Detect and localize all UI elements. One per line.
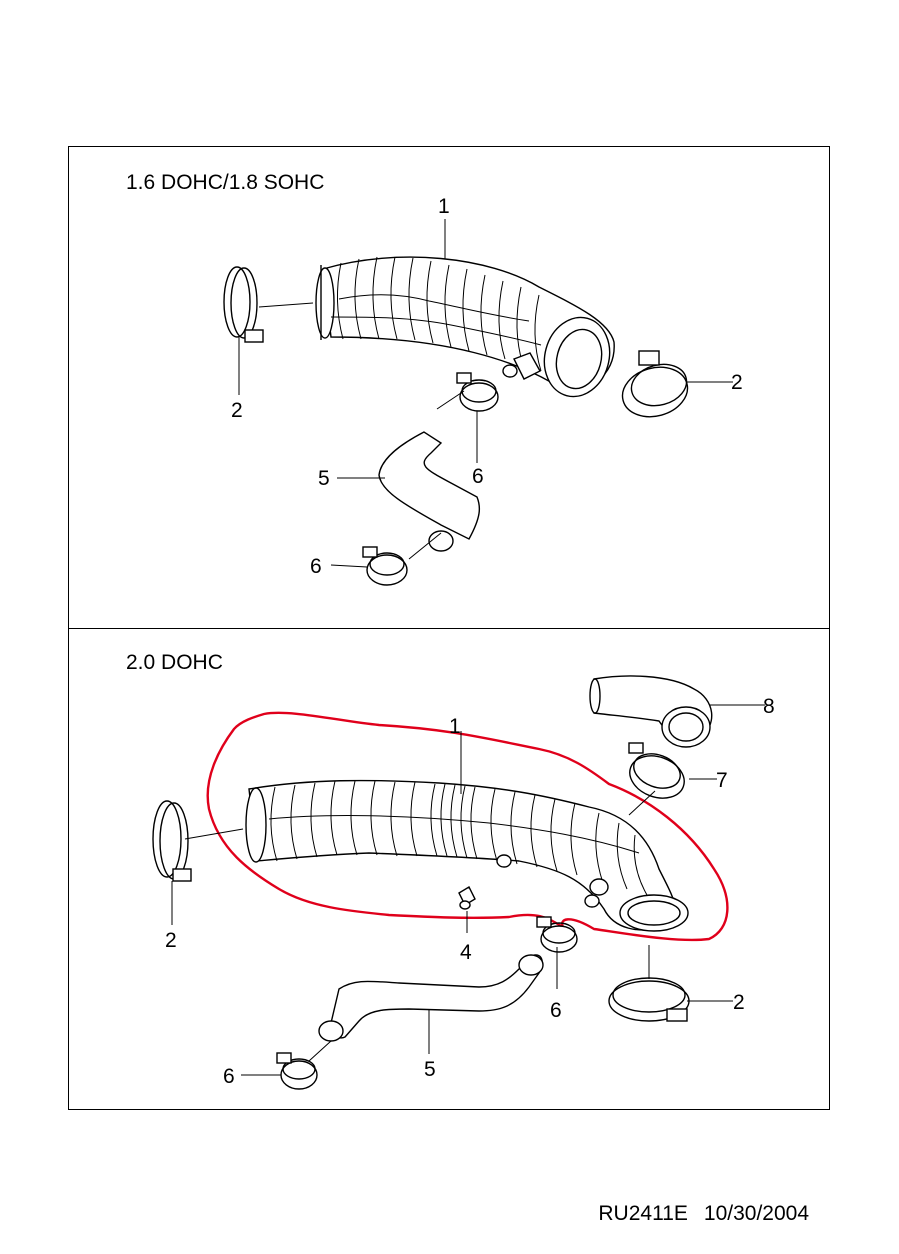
bottom-diagram: 1 2 2 4 5 6 6 7 8: [152, 675, 775, 1090]
callout-6-lower: 6: [223, 1065, 235, 1088]
small-clamp-upper: [456, 372, 499, 412]
callout-6-upper: 6: [550, 999, 562, 1022]
top-diagram: 1 2 2 5 6 6: [223, 195, 743, 586]
callout-2-left: 2: [231, 399, 243, 422]
panel-2-0-dohc: 2.0 DOHC: [68, 628, 830, 1110]
callout-5: 5: [318, 467, 330, 490]
drawing-code: RU2411E: [598, 1202, 688, 1225]
breather-hose: [378, 431, 481, 552]
air-intake-hose: [315, 256, 615, 398]
callout-6-lower: 6: [310, 555, 322, 578]
callout-2-left: 2: [165, 929, 177, 952]
callout-2-right: 2: [733, 991, 745, 1014]
leader-lines: [238, 219, 733, 568]
fitting-4: [458, 886, 476, 910]
callout-6-upper: 6: [472, 465, 484, 488]
callout-1: 1: [449, 715, 461, 738]
clamp-left: [223, 266, 264, 343]
small-clamp-lower: [362, 546, 408, 586]
elbow-8: [589, 675, 713, 748]
callout-7: 7: [716, 769, 728, 792]
small-clamp-lower: [276, 1052, 318, 1090]
breather-hose: [318, 954, 544, 1042]
air-intake-hose: [245, 779, 689, 932]
callout-5: 5: [424, 1058, 436, 1081]
panel-1-6-dohc: 1.6 DOHC/1.8 SOHC: [68, 146, 830, 629]
leader-lines: [171, 704, 765, 1076]
drawing-footer: RU2411E 10/30/2004: [598, 1202, 809, 1226]
callout-8: 8: [763, 695, 775, 718]
callout-4: 4: [460, 941, 472, 964]
panel-title: 1.6 DOHC/1.8 SOHC: [126, 171, 325, 194]
clamp-right: [621, 350, 689, 418]
clamp-left: [152, 800, 192, 882]
callout-1: 1: [438, 195, 450, 218]
drawing-date: 10/30/2004: [703, 1202, 809, 1225]
small-clamp-upper: [536, 916, 578, 953]
clamp-lower-right: [608, 977, 690, 1022]
highlight-outline: [206, 711, 729, 942]
panel-title: 2.0 DOHC: [126, 651, 223, 674]
callout-2-right: 2: [731, 371, 743, 394]
